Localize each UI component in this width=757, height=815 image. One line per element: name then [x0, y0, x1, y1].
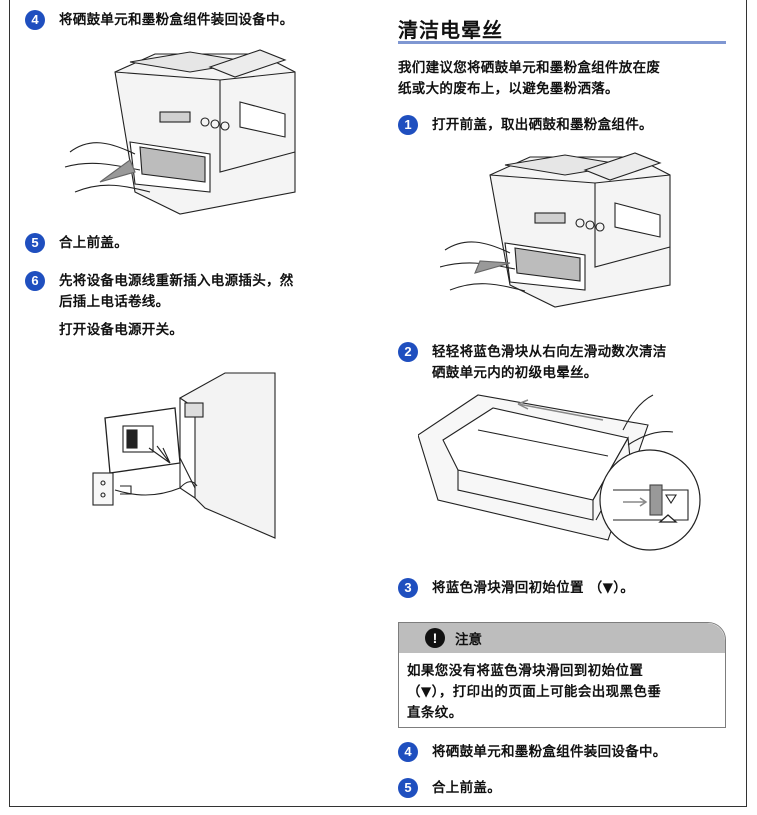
step-text: 将硒鼓单元和墨粉盒组件装回设备中。: [59, 12, 294, 28]
left-step-6: 6 先将设备电源线重新插入电源插头，然 后插上电话卷线。: [25, 271, 294, 313]
step-text: 合上前盖。: [59, 235, 128, 251]
right-step-5: 5 合上前盖。: [398, 778, 501, 799]
step-text: 合上前盖。: [432, 780, 501, 796]
frame-left-border: [9, 0, 10, 806]
step-number-badge: 6: [25, 271, 45, 291]
step-number-badge: 2: [398, 342, 418, 362]
right-step-2: 2 轻轻将蓝色滑块从右向左滑动数次清洁 硒鼓单元内的初级电晕丝。: [398, 342, 667, 384]
step-number-badge: 4: [25, 10, 45, 30]
step-text-block: 先将设备电源线重新插入电源插头，然 后插上电话卷线。: [59, 271, 294, 313]
frame-bottom-border: [9, 806, 747, 807]
drum-corona-wire-illustration: [418, 390, 703, 562]
left-step-5: 5 合上前盖。: [25, 233, 128, 254]
step-number-badge: 4: [398, 742, 418, 762]
step-text: 打开前盖，取出硒鼓和墨粉盒组件。: [432, 117, 653, 133]
note-header: ! 注意: [399, 623, 725, 653]
note-body: 如果您没有将蓝色滑块滑回到初始位置 （▼），打印出的页面上可能会出现黑色垂 直条…: [399, 653, 725, 724]
right-step-3: 3 将蓝色滑块滑回初始位置 （▼）。: [398, 578, 634, 599]
right-step-1: 1 打开前盖，取出硒鼓和墨粉盒组件。: [398, 115, 653, 136]
intro-paragraph: 我们建议您将硒鼓单元和墨粉盒组件放在废 纸或大的废布上，以避免墨粉洒落。: [398, 58, 660, 100]
step-number-badge: 3: [398, 578, 418, 598]
power-on-instruction: 打开设备电源开关。: [59, 322, 184, 338]
printer-remove-drum-illustration: [440, 145, 690, 315]
title-underline: [398, 41, 726, 44]
step-text-line: 后插上电话卷线。: [59, 294, 170, 310]
power-switch-illustration: [75, 368, 280, 543]
caution-note-box: ! 注意 如果您没有将蓝色滑块滑回到初始位置 （▼），打印出的页面上可能会出现黑…: [398, 622, 726, 728]
step-text-line: 硒鼓单元内的初级电晕丝。: [432, 365, 598, 381]
right-step-4: 4 将硒鼓单元和墨粉盒组件装回设备中。: [398, 742, 667, 763]
step-text: 将硒鼓单元和墨粉盒组件装回设备中。: [432, 744, 667, 760]
exclamation-icon: !: [425, 628, 445, 648]
printer-insert-drum-illustration: [60, 42, 315, 222]
step-text-line: 先将设备电源线重新插入电源插头，然: [59, 273, 294, 289]
note-line: 直条纹。: [407, 705, 463, 721]
intro-line: 纸或大的废布上，以避免墨粉洒落。: [398, 81, 619, 97]
frame-right-border: [746, 0, 747, 807]
note-line: 如果您没有将蓝色滑块滑回到初始位置: [407, 663, 644, 679]
intro-line: 我们建议您将硒鼓单元和墨粉盒组件放在废: [398, 60, 661, 76]
step-number-badge: 5: [25, 233, 45, 253]
step-text-line: 轻轻将蓝色滑块从右向左滑动数次清洁: [432, 344, 667, 360]
step-number-badge: 1: [398, 115, 418, 135]
step-text: 将蓝色滑块滑回初始位置 （▼）。: [432, 580, 635, 596]
note-line: （▼），打印出的页面上可能会出现黑色垂: [407, 684, 662, 700]
step-text-block: 轻轻将蓝色滑块从右向左滑动数次清洁 硒鼓单元内的初级电晕丝。: [432, 342, 667, 384]
section-title: 清洁电晕丝: [398, 18, 503, 42]
left-step-4: 4 将硒鼓单元和墨粉盒组件装回设备中。: [25, 10, 294, 31]
note-title: 注意: [455, 632, 482, 648]
step-number-badge: 5: [398, 778, 418, 798]
